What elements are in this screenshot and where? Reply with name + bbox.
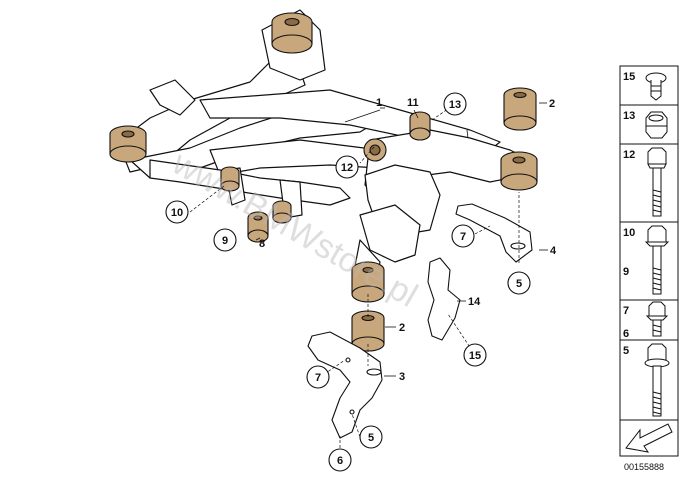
sidebar-label-7: 7 bbox=[623, 305, 629, 317]
bracket-lower bbox=[307, 331, 383, 439]
plain-callouts: 1 11 2 4 8 14 2 3 bbox=[259, 97, 557, 383]
callout-6: 6 bbox=[328, 448, 352, 472]
callout-12: 12 bbox=[335, 155, 359, 179]
svg-text:7: 7 bbox=[315, 372, 321, 384]
callout-1: 1 bbox=[376, 97, 382, 109]
callout-2-top: 2 bbox=[549, 98, 555, 110]
svg-text:5: 5 bbox=[516, 278, 522, 290]
push-rivet-icon bbox=[645, 72, 667, 101]
bushing-11 bbox=[409, 111, 431, 141]
sidebar-label-15: 15 bbox=[623, 71, 635, 83]
bushing-top-rear bbox=[271, 12, 313, 54]
bushing-right-front bbox=[500, 151, 538, 191]
rear-subframe bbox=[117, 9, 531, 291]
callout-5-lower: 5 bbox=[359, 425, 383, 449]
sidebar-label-9: 9 bbox=[623, 266, 629, 278]
bushing-left-front bbox=[109, 125, 147, 163]
svg-text:12: 12 bbox=[341, 162, 353, 174]
callout-14: 14 bbox=[468, 296, 481, 308]
callout-11: 11 bbox=[407, 97, 419, 109]
long-hex-bolt-icon bbox=[647, 147, 667, 217]
diagram-reference-number: 00155888 bbox=[624, 462, 664, 472]
sidebar-label-5: 5 bbox=[623, 345, 629, 357]
hex-nut-icon bbox=[645, 111, 668, 139]
hex-bolt-icon bbox=[644, 225, 670, 295]
svg-text:6: 6 bbox=[337, 455, 343, 467]
bushing-2-top bbox=[503, 87, 537, 131]
loose-parts bbox=[220, 87, 537, 352]
brackets bbox=[307, 203, 533, 439]
callout-10: 10 bbox=[165, 200, 189, 224]
collar-bolt-icon bbox=[644, 343, 670, 417]
svg-text:10: 10 bbox=[171, 207, 183, 219]
callout-3: 3 bbox=[399, 371, 405, 383]
subframe-bushings bbox=[109, 12, 538, 303]
direction-arrow-icon bbox=[625, 423, 673, 453]
callout-7-lower: 7 bbox=[306, 365, 330, 389]
callout-9: 9 bbox=[213, 228, 237, 252]
svg-text:9: 9 bbox=[222, 235, 228, 247]
sidebar-label-6: 6 bbox=[623, 328, 629, 340]
svg-text:7: 7 bbox=[460, 231, 466, 243]
callout-2-bottom: 2 bbox=[399, 322, 405, 334]
sidebar-label-12: 12 bbox=[623, 149, 635, 161]
callout-5-right: 5 bbox=[507, 271, 531, 295]
leader-lines bbox=[255, 102, 548, 377]
callout-7-right: 7 bbox=[451, 224, 475, 248]
callout-13: 13 bbox=[443, 92, 467, 116]
sidebar-label-13: 13 bbox=[623, 110, 635, 122]
bracket-14 bbox=[427, 257, 461, 341]
sidebar-label-10: 10 bbox=[623, 227, 635, 239]
short-bolt-icon bbox=[645, 301, 669, 337]
bushing-10 bbox=[220, 166, 240, 192]
bushing-center bbox=[363, 138, 387, 162]
svg-text:5: 5 bbox=[368, 432, 374, 444]
callout-4: 4 bbox=[550, 245, 557, 257]
circled-callouts: 13 12 10 9 7 5 15 7 bbox=[165, 92, 531, 472]
callout-8: 8 bbox=[259, 238, 265, 250]
svg-text:13: 13 bbox=[449, 99, 461, 111]
svg-text:15: 15 bbox=[469, 350, 481, 362]
bushing-8 bbox=[247, 211, 269, 243]
bushing-frame-10 bbox=[272, 200, 292, 224]
callout-15: 15 bbox=[463, 343, 487, 367]
fastener-sidebar: 15 13 12 10 9 7 6 5 bbox=[619, 65, 679, 457]
